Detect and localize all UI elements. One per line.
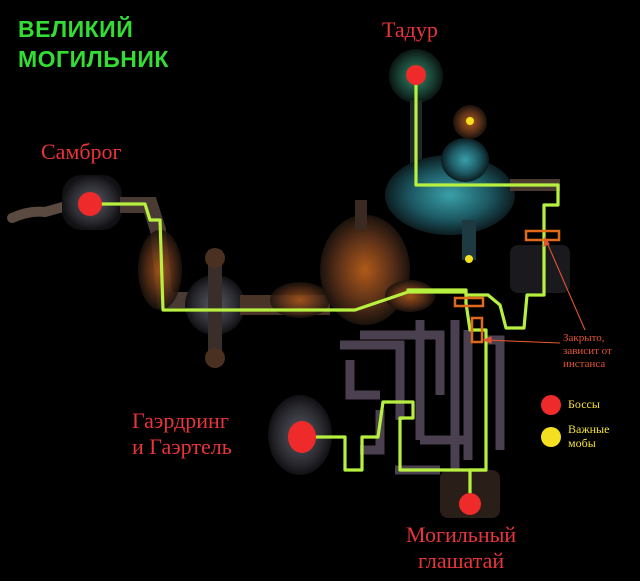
room-central-east xyxy=(385,280,435,312)
room-east-closed xyxy=(510,245,570,293)
route-center-to-east xyxy=(406,183,560,330)
room-teal-north xyxy=(441,138,489,182)
room-west-hall xyxy=(138,230,182,310)
boss-marker-sambrog xyxy=(78,192,102,216)
note-line2: зависит от xyxy=(563,345,612,357)
arrow-east-door xyxy=(544,237,586,331)
map-title-line1: ВЕЛИКИЙ xyxy=(18,16,134,42)
legend-mobs-line1: Важные xyxy=(568,422,610,436)
map-title: ВЕЛИКИЙ МОГИЛЬНИК xyxy=(18,14,169,74)
locked-door-south xyxy=(470,316,484,344)
legend-mobs-line2: мобы xyxy=(568,436,596,450)
route-sambrog-to-center xyxy=(88,202,468,312)
boss-marker-gaerdring xyxy=(288,421,316,453)
label-sambrog: Самброг xyxy=(41,139,122,164)
room-cross-south xyxy=(205,348,225,368)
note-line3: инстанса xyxy=(563,358,606,370)
arrow-head-east xyxy=(543,236,550,247)
corridor-central-north xyxy=(355,200,367,230)
label-gaerdring-line1: Гаэрдринг xyxy=(132,408,229,433)
route-to-herald xyxy=(464,301,488,505)
note-line1: Закрыто, xyxy=(563,332,605,344)
boss-marker-tadur xyxy=(406,65,426,85)
route-gaerdring xyxy=(300,400,472,472)
label-herald-line1: Могильный xyxy=(406,522,517,547)
map-title-line2: МОГИЛЬНИК xyxy=(18,46,169,72)
label-tadur: Тадур xyxy=(382,17,438,42)
corridor-entry xyxy=(7,200,75,223)
arrow-head-south xyxy=(482,336,492,344)
label-gaerdring-line2: и Гаэртель xyxy=(132,434,232,459)
legend-mob-icon xyxy=(541,427,561,447)
label-herald-line2: глашатай xyxy=(417,548,505,573)
label-gaerdring: Гаэрдринг и Гаэртель xyxy=(132,408,232,460)
locked-door-center xyxy=(453,296,485,308)
label-herald: Могильный глашатай xyxy=(406,522,516,574)
maze-corridors xyxy=(340,320,505,475)
legend-boss-icon xyxy=(541,395,561,415)
legend-bosses-label: Боссы xyxy=(568,397,600,411)
corridor-teal-south xyxy=(462,220,476,260)
locked-door-east xyxy=(524,229,561,242)
arrow-south-door xyxy=(483,339,561,344)
room-cross-north xyxy=(205,248,225,268)
legend-mobs-label: Важные мобы xyxy=(568,422,609,450)
mob-marker-north xyxy=(466,117,474,125)
corridor-cross-vertical xyxy=(208,250,222,360)
boss-marker-herald xyxy=(459,493,481,515)
mob-marker-south xyxy=(465,255,473,263)
route-tadur xyxy=(414,74,560,187)
locked-door-note: Закрыто, зависит от инстанса xyxy=(563,332,612,371)
